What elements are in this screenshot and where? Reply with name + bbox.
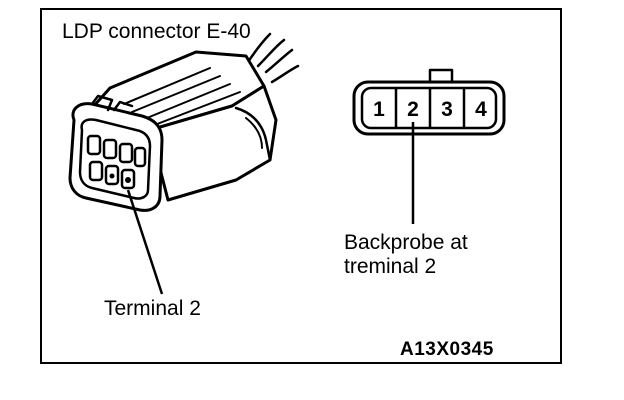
wire [270, 64, 300, 84]
top-rib [131, 75, 221, 113]
wire [256, 38, 286, 68]
terminal-pin [109, 173, 115, 179]
pin-number-3: 3 [441, 98, 453, 121]
pin-layout [352, 68, 506, 136]
pin-number-1: 1 [373, 98, 385, 121]
face-inner [78, 118, 152, 200]
diagram-title: LDP connector E-40 [62, 20, 251, 43]
top-rib [123, 67, 211, 105]
terminal-leader [126, 189, 164, 295]
terminal-callout: Terminal 2 [104, 297, 201, 320]
terminal-cavity [86, 134, 102, 156]
terminal-cavity [104, 164, 120, 186]
terminal-cavity [88, 160, 104, 182]
diagram-frame [40, 8, 562, 364]
side-latch [234, 106, 272, 162]
terminal-cavity [118, 142, 134, 164]
terminal-cavity [120, 168, 136, 190]
top-rib [141, 83, 231, 121]
wire [246, 32, 272, 64]
figure-id: A13X0345 [400, 339, 494, 360]
pin-layout-key [428, 68, 454, 82]
terminal-cavity [102, 138, 118, 160]
backprobe-callout: Backprobe at treminal 2 [344, 231, 468, 278]
terminal-pin [125, 177, 131, 183]
face-notch [90, 94, 114, 112]
terminal-cavity [133, 146, 147, 168]
pin-number-4: 4 [475, 98, 487, 121]
connector-side [148, 84, 278, 202]
top-rib [151, 91, 241, 127]
wire [264, 48, 294, 74]
pin-layout-inner [360, 86, 498, 130]
side-latch [245, 117, 263, 149]
pin-number-2: 2 [407, 98, 419, 121]
connector-illustration [68, 32, 300, 212]
face-notch [112, 100, 134, 112]
